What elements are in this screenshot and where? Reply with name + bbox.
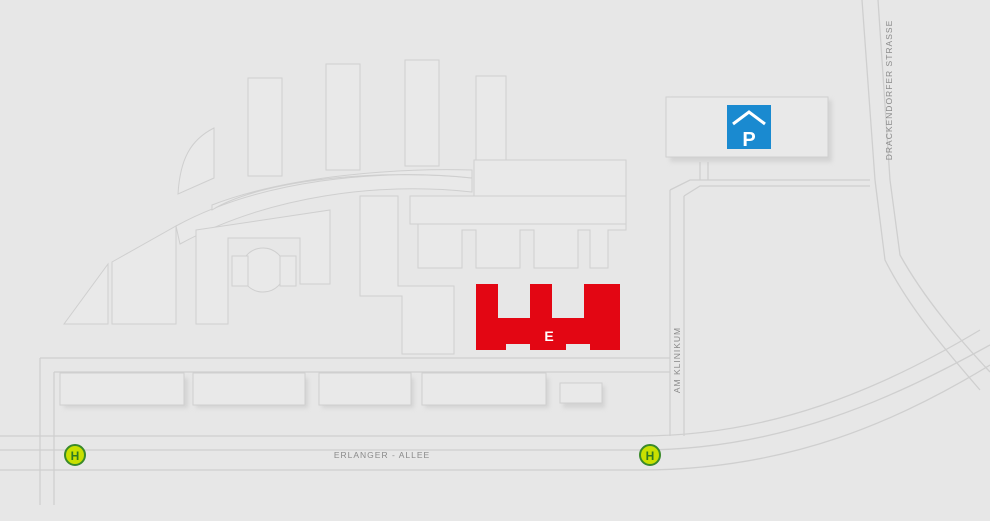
building-east-comb-spine [409, 195, 627, 225]
building-south-row-3 [318, 372, 412, 406]
building-central-stepped [359, 195, 455, 355]
building-e-shape[interactable] [476, 284, 620, 350]
building-south-row-2 [192, 372, 306, 406]
road-erlanger-allee-south-edge [0, 364, 990, 471]
campus-buildings [59, 59, 832, 408]
building-north-tower-2 [325, 63, 361, 171]
road-erlanger-allee-median [0, 344, 990, 451]
building-south-row-4 [421, 372, 547, 406]
roads [0, 0, 990, 505]
building-e-label: E [544, 328, 553, 344]
road-parking-access-south [683, 185, 870, 197]
parking-icon[interactable]: P [727, 105, 771, 151]
bus-stop-icon[interactable] [64, 444, 86, 466]
building-north-tower-3 [404, 59, 440, 167]
parking-icon-label: P [742, 129, 755, 151]
bus-stop-west[interactable]: H [64, 444, 86, 466]
building-e[interactable]: E [476, 284, 620, 350]
street-label-drackendorfer-strasse: DRACKENDORFER STRASSE [884, 20, 894, 161]
road-drackendorfer-west [861, 0, 981, 391]
road-parking-access-north [669, 179, 870, 191]
building-courtyard-wing-west [231, 255, 249, 287]
building-courtyard-wing-east [279, 255, 297, 287]
building-courtyard-complex [195, 209, 331, 325]
road-drackendorfer-east [877, 0, 990, 373]
building-crescent [177, 127, 215, 195]
parking-roof-icon [732, 110, 766, 126]
building-north-tower-4 [475, 75, 507, 161]
bus-stop-east[interactable]: H [639, 444, 661, 466]
bus-stop-label: H [646, 449, 655, 463]
road-erlanger-allee-north-edge [0, 329, 981, 437]
bus-stop-icon[interactable] [639, 444, 661, 466]
building-north-tower-1 [247, 77, 283, 177]
building-curved-bar [175, 174, 473, 245]
building-curved-bar-roof [211, 169, 473, 211]
street-label-erlanger-allee: ERLANGER - ALLEE [334, 450, 430, 460]
building-south-row-1 [59, 372, 185, 406]
building-south-row-small [559, 382, 603, 404]
building-west-wedge-2 [111, 225, 177, 325]
building-west-wedge-1 [63, 262, 109, 325]
bus-stop-label: H [71, 449, 80, 463]
street-label-am-klinikum: AM KLINIKUM [672, 327, 682, 393]
